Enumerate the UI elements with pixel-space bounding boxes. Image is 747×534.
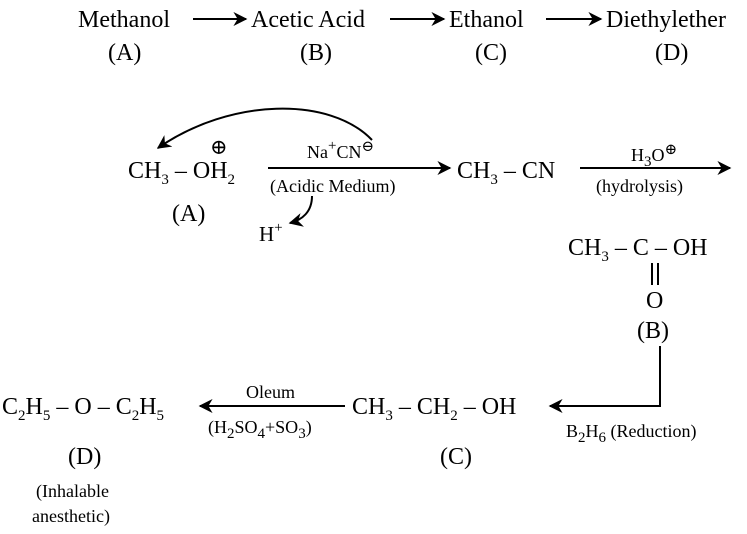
- step-3: B2H6 (Reduction) CH3 – CH2 – OH (C): [352, 346, 697, 470]
- carbonyl-oxygen: O: [646, 288, 663, 314]
- proton-release-arrow: [288, 195, 313, 227]
- step-4: Oleum (H2SO4+SO3) C2H5 – O – C2H5 (D) (I…: [2, 382, 345, 527]
- oleum: Oleum: [246, 382, 295, 402]
- overview-row: Methanol Acetic Acid Ethanol Diethylethe…: [78, 7, 726, 66]
- ethanol-name: Ethanol: [449, 7, 524, 33]
- methanol-name: Methanol: [78, 7, 170, 33]
- acetic-acid: CH3– C – OH: [568, 235, 708, 265]
- methyl-oxonium: CH3–OH2: [128, 158, 235, 188]
- product-label-b: (B): [637, 318, 669, 344]
- step3-arrow: [548, 346, 661, 413]
- acetic-acid-name: Acetic Acid: [251, 7, 365, 33]
- product-label-d: (D): [68, 444, 101, 470]
- reactant-label-a: (A): [172, 201, 205, 227]
- sodium-cyanide: Na+CN⊖: [307, 138, 374, 162]
- hydronium: H3O⊕: [631, 142, 677, 170]
- step-2: H3O⊕ (hydrolysis) CH3– C – OH O (B): [568, 142, 732, 344]
- step-1: ⊕ CH3–OH2 (A) H+ Na+CN⊖ (Acidic Medium) …: [128, 107, 555, 246]
- oxonium-charge: ⊕: [210, 135, 228, 159]
- oleum-composition: (H2SO4+SO3): [208, 417, 312, 442]
- proton: H+: [259, 220, 283, 246]
- overview-label-c: (C): [475, 40, 507, 66]
- overview-label-d: (D): [655, 40, 688, 66]
- note-inhalable: (Inhalable: [36, 481, 109, 502]
- diethyl-ether: C2H5 – O – C2H5: [2, 394, 164, 424]
- diethylether-name: Diethylether: [606, 7, 726, 33]
- overview-label-b: (B): [300, 40, 332, 66]
- overview-label-a: (A): [108, 40, 141, 66]
- nucleophile-curved-arrow: [156, 107, 373, 149]
- hydrolysis: (hydrolysis): [596, 176, 683, 197]
- acidic-medium: (Acidic Medium): [270, 176, 395, 197]
- product-label-c: (C): [440, 444, 472, 470]
- ethanol: CH3 – CH2 – OH: [352, 394, 516, 424]
- diborane-reduction: B2H6 (Reduction): [566, 421, 697, 446]
- acetonitrile: CH3 – CN: [457, 158, 555, 188]
- note-anesthetic: anesthetic): [32, 506, 110, 527]
